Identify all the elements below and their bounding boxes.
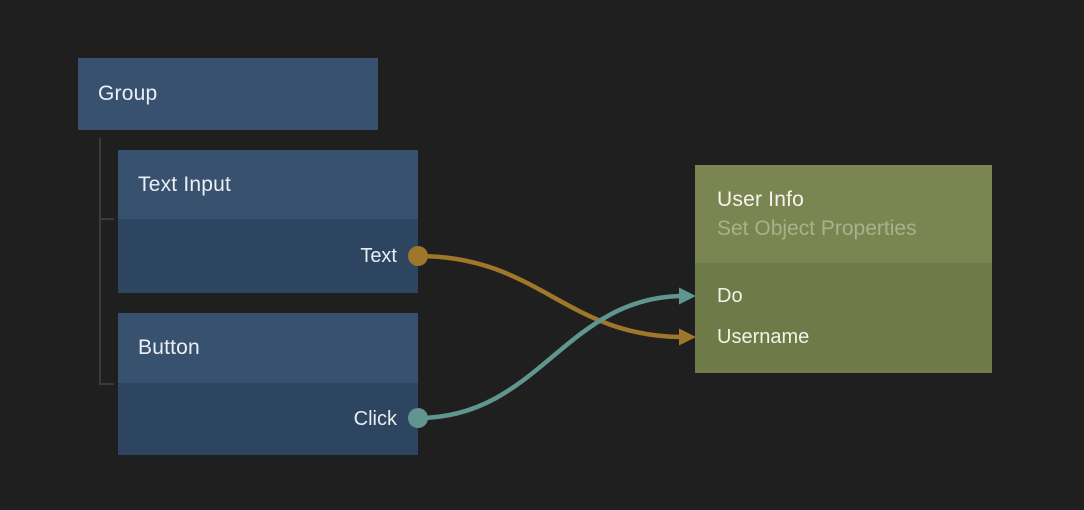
wire-click-to-do[interactable] xyxy=(415,293,687,421)
output-row-text: Text xyxy=(118,219,418,293)
user-info-node-header[interactable]: User Info Set Object Properties xyxy=(695,165,992,263)
input-port-username-arrow[interactable] xyxy=(679,328,696,346)
button-node-title: Button xyxy=(138,336,200,359)
user-info-node-subtitle: Set Object Properties xyxy=(717,217,917,240)
input-row-username: Username xyxy=(695,317,992,358)
output-row-click: Click xyxy=(118,383,418,455)
group-node[interactable]: Group xyxy=(78,58,378,130)
input-port-username-label: Username xyxy=(717,326,810,348)
text-input-node[interactable]: Text Input Text xyxy=(118,150,418,293)
input-row-do: Do xyxy=(695,276,992,317)
output-port-click-label: Click xyxy=(353,407,397,430)
output-port-text-label: Text xyxy=(360,244,397,267)
button-node-body: Click xyxy=(118,383,418,455)
user-info-node-title: User Info xyxy=(717,188,804,211)
text-input-node-title: Text Input xyxy=(138,172,232,196)
user-info-node-body: Do Username xyxy=(695,263,992,358)
user-info-node[interactable]: User Info Set Object Properties Do Usern… xyxy=(695,165,992,373)
input-port-do-arrow[interactable] xyxy=(679,287,696,305)
text-input-node-header[interactable]: Text Input xyxy=(118,150,418,219)
button-node[interactable]: Button Click xyxy=(118,313,418,455)
group-node-title: Group xyxy=(98,82,158,105)
tree-connector-line xyxy=(99,138,114,385)
input-port-do-label: Do xyxy=(717,285,743,307)
wire-text-to-username[interactable] xyxy=(415,253,687,340)
text-input-node-body: Text xyxy=(118,219,418,293)
button-node-header[interactable]: Button xyxy=(118,313,418,383)
